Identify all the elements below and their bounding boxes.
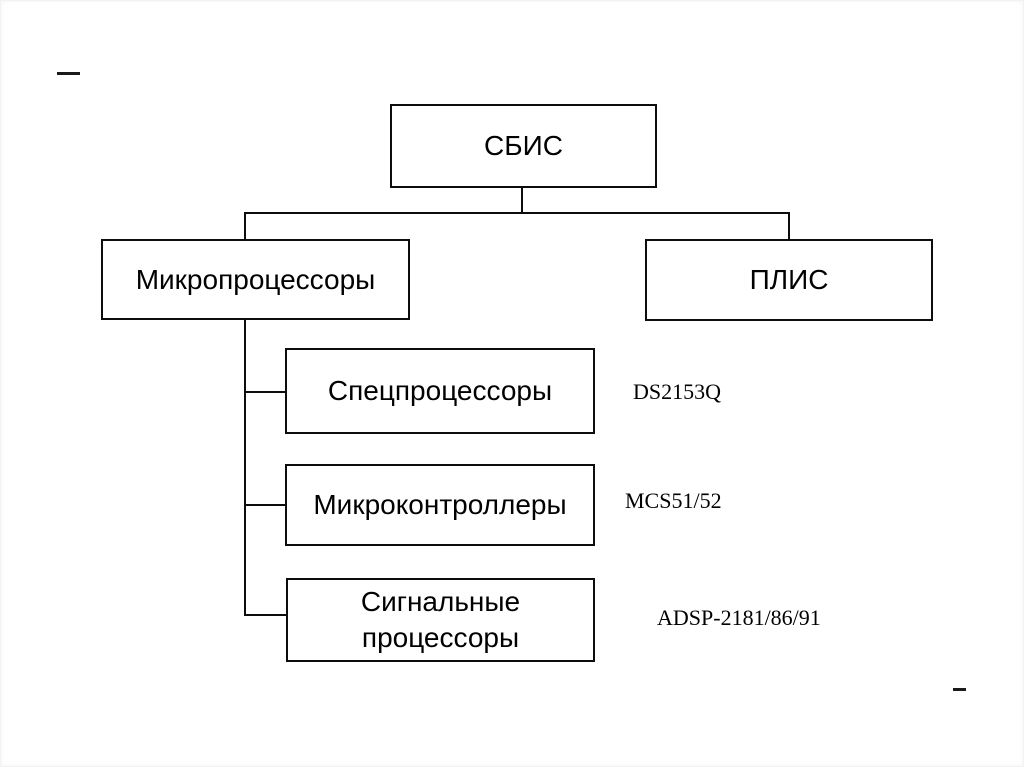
connector-stub-microcontrollers [244,504,287,506]
node-microcontrollers: Микроконтроллеры [285,464,595,546]
annotation-signal-processors-example: ADSP-2181/86/91 [657,605,821,630]
connector-subtypes-trunk [244,319,246,616]
dash-mark-bottom-right [953,688,966,691]
node-specprocessors-label: Спецпроцессоры [327,375,553,407]
annotation-microcontrollers-example: MCS51/52 [625,488,722,513]
node-specprocessors: Спецпроцессоры [285,348,595,434]
node-plis: ПЛИС [645,239,933,321]
node-microprocessors-label: Микропроцессоры [135,263,376,295]
connector-microprocessors-drop [244,212,246,239]
node-signal-processors-label: Сигнальные процессоры [360,586,521,653]
connector-plis-drop [788,212,790,239]
connector-root-vertical [521,188,523,214]
annotation-specprocessors-example: DS2153Q [633,379,722,404]
connector-stub-signal-processors [244,614,288,616]
connector-stub-specprocessors [244,391,287,393]
node-microcontrollers-label: Микроконтроллеры [313,489,567,521]
node-sbis: СБИС [390,104,657,188]
dash-mark-top-left [57,72,80,75]
connector-level2-horizontal [244,212,790,214]
node-microprocessors: Микропроцессоры [101,239,410,320]
node-signal-processors: Сигнальные процессоры [286,578,595,662]
node-sbis-label: СБИС [484,130,563,162]
node-plis-label: ПЛИС [749,264,829,296]
